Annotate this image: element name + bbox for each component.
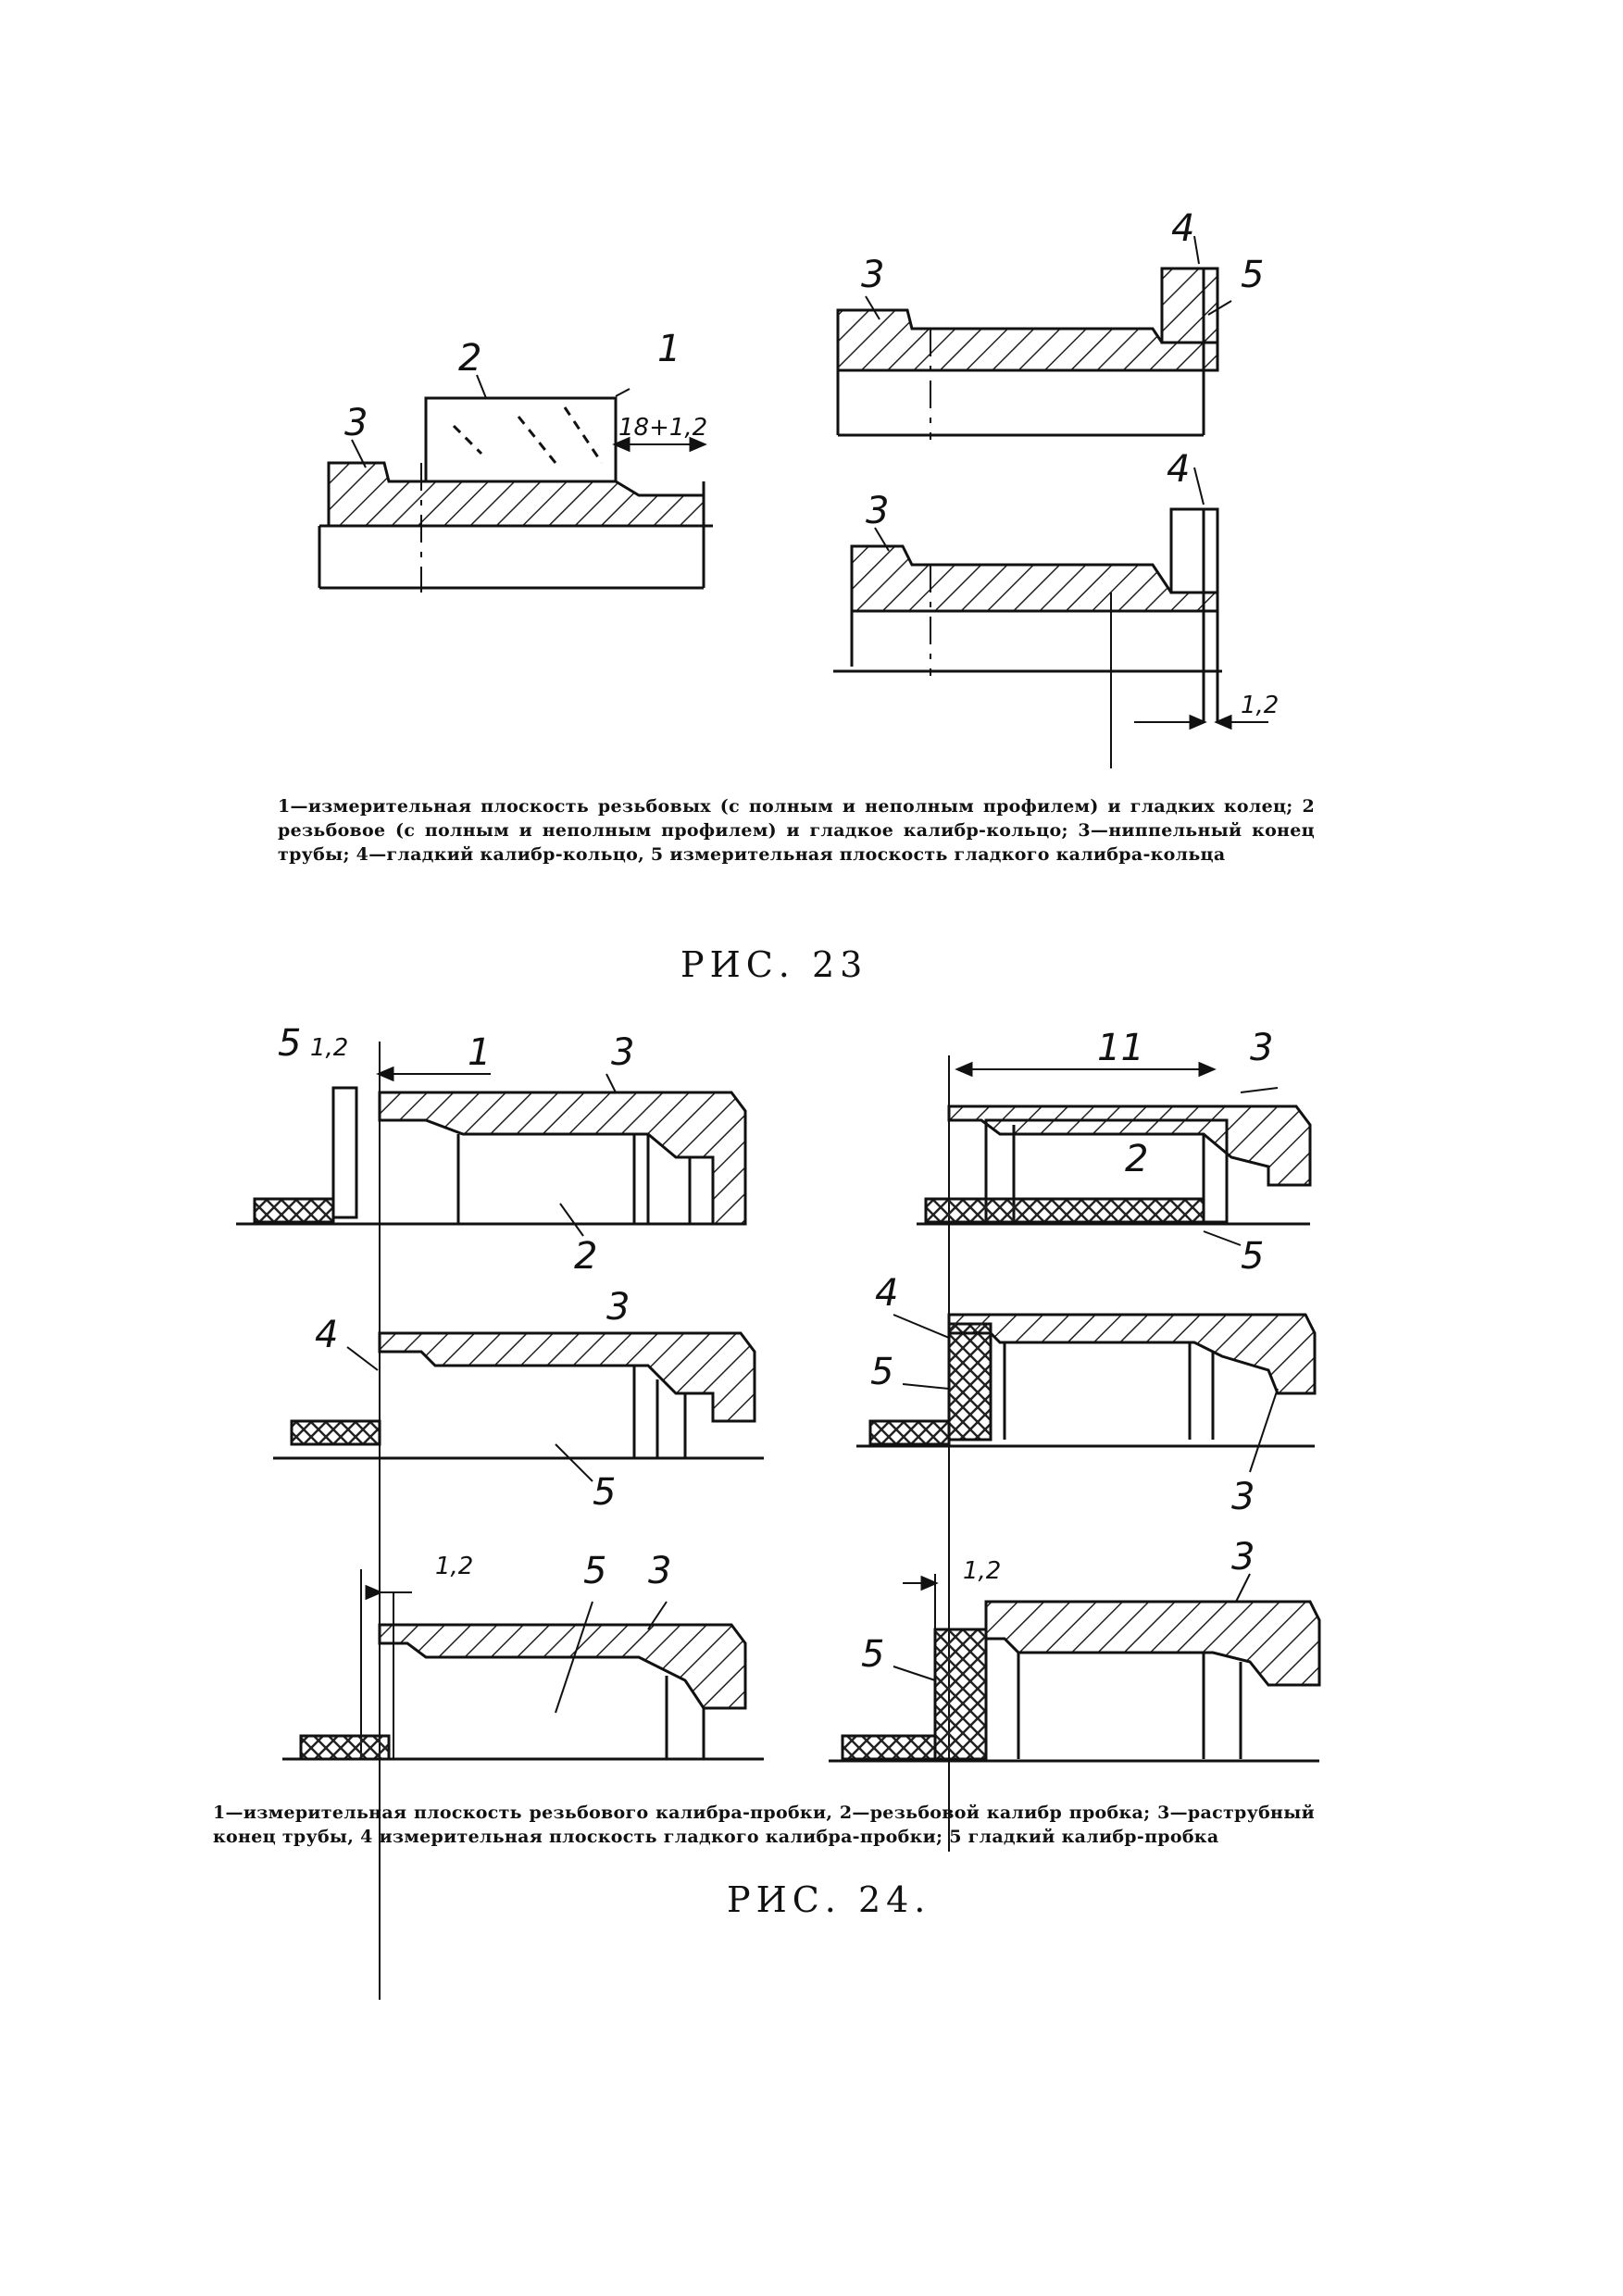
fig24-b-label-4: 4 [315, 1314, 338, 1356]
fig24-d-dimension: 11 [1097, 1027, 1144, 1069]
fig23-right-top-label-5: 5 [1241, 254, 1264, 296]
fig24-c-dimension: 1,2 [435, 1553, 473, 1580]
fig23-title: РИС. 23 [680, 944, 868, 985]
fig24-f-label-3: 3 [1231, 1536, 1255, 1578]
fig24-c-label-3: 3 [648, 1550, 671, 1592]
fig24-caption: 1—измерительная плоскость резьбового кал… [213, 1803, 1315, 1847]
fig24-left-top-diagram [236, 1042, 747, 2000]
fig24-right-middle-diagram [856, 1313, 1317, 1473]
fig24-e-label-5: 5 [870, 1351, 893, 1393]
fig23-left-dimension: 18+1,2 [618, 414, 707, 442]
fig24-title: РИС. 24. [727, 1879, 931, 1920]
fig24-d-label-5: 5 [1241, 1235, 1264, 1278]
fig24-a-label-3: 3 [611, 1031, 634, 1074]
fig23-left-label-1: 1 [657, 328, 680, 370]
fig23-right-bottom-label-4: 4 [1167, 448, 1190, 491]
fig23-right-bottom-label-3: 3 [866, 490, 889, 532]
fig24-e-label-4: 4 [875, 1272, 898, 1315]
fig24-left-bottom-diagram [282, 1569, 764, 1761]
fig23-right-top-label-4: 4 [1171, 207, 1194, 250]
fig24-a-label-5: 5 [278, 1022, 301, 1065]
fig24-a-label-1: 1 [468, 1031, 491, 1074]
fig24-a-label-2: 2 [574, 1235, 597, 1278]
fig23-right-top-diagram [836, 235, 1232, 440]
fig23-caption: 1—измерительная плоскость резьбовых (с п… [278, 796, 1315, 865]
fig24-d-label-2: 2 [1125, 1138, 1148, 1180]
fig23-left-label-3: 3 [344, 402, 368, 444]
fig24-right-bottom-diagram [829, 1573, 1321, 1763]
fig23-left-label-2: 2 [458, 337, 481, 380]
fig24-e-label-3: 3 [1231, 1476, 1255, 1518]
fig24-b-label-3: 3 [606, 1286, 630, 1329]
fig23-right-bottom-diagram [833, 467, 1268, 768]
fig23-right-top-label-3: 3 [861, 254, 884, 296]
fig24-left-middle-diagram [273, 1331, 764, 1482]
fig23-left-diagram [318, 374, 713, 593]
fig24-a-dimension: 1,2 [310, 1034, 348, 1062]
fig24-d-label-3: 3 [1250, 1027, 1273, 1069]
fig24-b-label-5: 5 [593, 1471, 616, 1514]
fig24-right-top-diagram [917, 1055, 1312, 1852]
fig24-f-dimension: 1,2 [963, 1557, 1001, 1585]
fig23-right-bottom-dimension: 1,2 [1241, 692, 1279, 719]
fig24-f-label-5: 5 [861, 1633, 884, 1676]
fig24-c-label-5: 5 [583, 1550, 606, 1592]
